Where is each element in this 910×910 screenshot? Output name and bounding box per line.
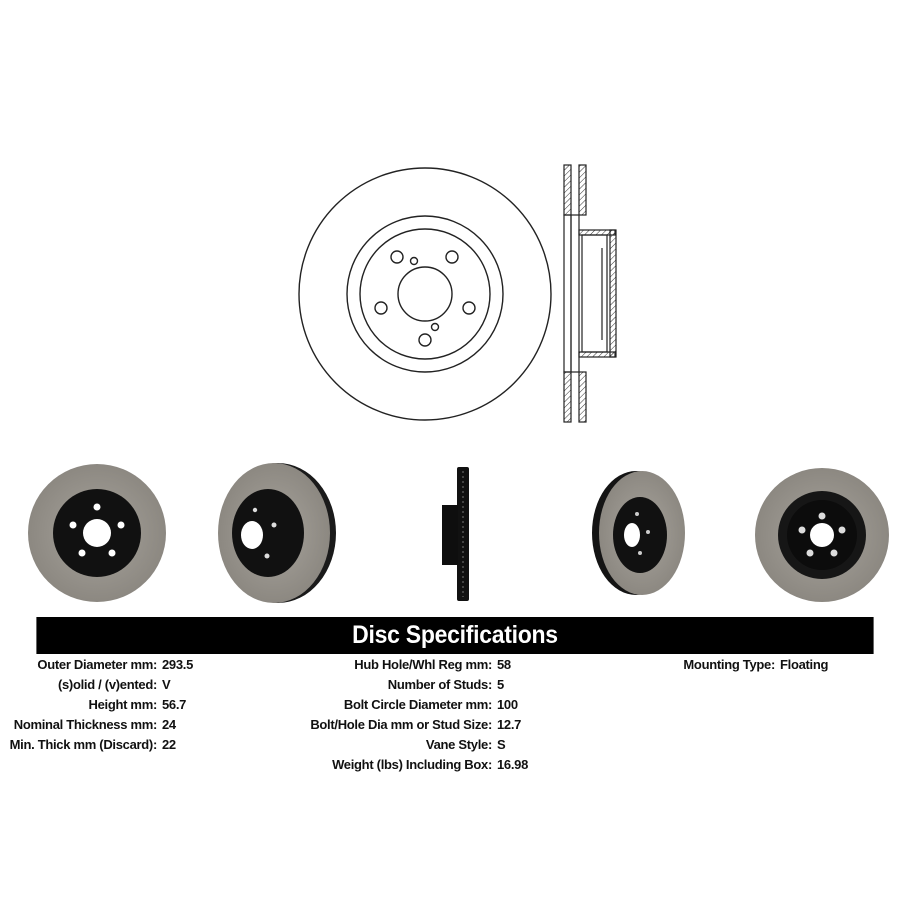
spec-value: 56.7 — [162, 697, 187, 712]
spec-label: Mounting Type: — [683, 657, 775, 672]
spec-label: Hub Hole/Whl Reg mm: — [354, 657, 492, 672]
side-section-drawing — [563, 164, 617, 423]
spec-value: S — [497, 737, 506, 752]
spec-label: Bolt/Hole Dia mm or Stud Size: — [310, 717, 492, 732]
spec-label: Nominal Thickness mm: — [13, 717, 158, 732]
disc-photo-side-profile — [442, 467, 469, 601]
spec-label: Weight (lbs) Including Box: — [332, 757, 492, 772]
disc-photo-angled-back — [592, 471, 685, 595]
spec-value: Floating — [780, 657, 829, 672]
spec-value: 12.7 — [497, 717, 522, 732]
disc-photo-back — [755, 468, 889, 602]
spec-value: 100 — [497, 697, 518, 712]
specs-title-bar: Disc Specifications — [36, 617, 874, 654]
front-view-drawing — [298, 167, 552, 421]
spec-label: Bolt Circle Diameter mm: — [343, 697, 492, 712]
spec-value: 16.98 — [497, 757, 529, 772]
disc-technical-drawing — [298, 164, 617, 423]
spec-label: Number of Studs: — [387, 677, 493, 692]
spec-label: Outer Diameter mm: — [37, 657, 157, 672]
spec-value: V — [162, 677, 171, 692]
spec-label: Min. Thick mm (Discard): — [9, 737, 158, 752]
spec-value: 24 — [162, 717, 176, 732]
disc-photo-angled-hat — [218, 463, 336, 603]
specs-title: Disc Specifications — [352, 621, 558, 649]
spec-value: 5 — [497, 677, 504, 692]
disc-photos-row — [28, 463, 889, 603]
disc-photo-front — [28, 464, 166, 602]
spec-label: (s)olid / (v)ented: — [57, 677, 157, 692]
spec-value: 58 — [497, 657, 511, 672]
spec-value: 22 — [162, 737, 176, 752]
spec-value: 293.5 — [162, 657, 194, 672]
spec-label: Height mm: — [88, 697, 157, 712]
spec-label: Vane Style: — [425, 737, 492, 752]
